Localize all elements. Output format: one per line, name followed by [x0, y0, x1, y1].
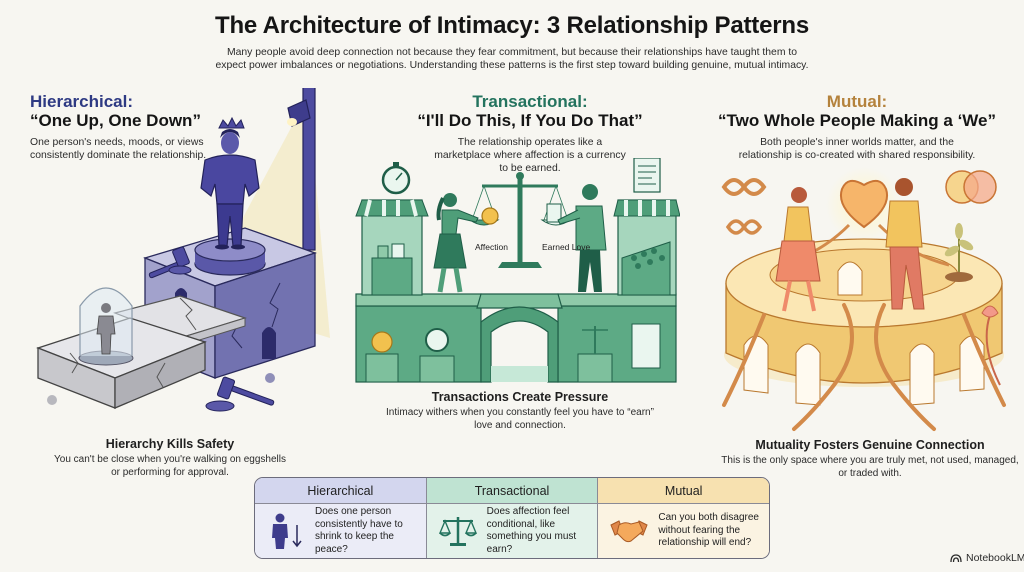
heart-icon — [840, 179, 888, 229]
person-shrinking-icon — [265, 510, 307, 552]
summary-table: Hierarchical Does one person consistentl… — [254, 477, 770, 559]
transactional-header: Transactional: “I'll Do This, If You Do … — [370, 92, 690, 175]
transactional-illustration: Affection Earned Love — [355, 158, 680, 383]
woman-figure — [433, 193, 479, 293]
scale-icon-lower — [582, 326, 608, 354]
gavel-icon-lower — [205, 376, 275, 412]
hierarchical-header: Hierarchical: “One Up, One Down” One per… — [30, 92, 230, 162]
hierarchical-caption-title: Hierarchy Kills Safety — [105, 437, 235, 451]
crown-icon — [218, 116, 245, 129]
left-market-stall — [355, 199, 429, 296]
brand-name: NotebookLM — [966, 552, 1024, 564]
lotus-flower-icon — [981, 305, 1001, 386]
summary-header-transactional: Transactional — [426, 478, 598, 504]
summary-question-hierarchical: Does one person consistently have to shr… — [315, 506, 403, 555]
hierarchical-caption-text: You can't be close when you're walking o… — [54, 454, 286, 478]
spotlight-lamp-icon — [287, 99, 311, 127]
summary-question-mutual: Can you both disagree without fearing th… — [658, 512, 759, 549]
gavel-icon — [148, 246, 192, 279]
summary-question-transactional: Does affection feel conditional, like so… — [486, 506, 577, 555]
sprout-icon — [944, 223, 974, 282]
scale-right-label: Earned Love — [542, 242, 590, 252]
infinity-key-icon — [725, 219, 763, 235]
transactional-description: The relationship operates like a marketp… — [434, 137, 626, 174]
note-icon — [546, 203, 562, 223]
crowned-figure — [200, 116, 260, 250]
notebooklm-logo-icon — [950, 554, 962, 563]
infinity-icon — [721, 178, 767, 196]
coin-icon — [481, 207, 499, 225]
coin-icon-lower — [371, 331, 393, 353]
hierarchical-quote: “One Up, One Down” — [30, 111, 201, 130]
mutual-description: Both people's inner worlds matter, and t… — [738, 137, 976, 161]
hierarchical-illustration — [36, 88, 330, 412]
round-pedestal — [194, 238, 266, 276]
mutual-header: Mutual: “Two Whole People Making a ‘We” … — [690, 92, 1024, 162]
summary-column-transactional: Transactional Does affection feel condit… — [426, 478, 599, 558]
summary-column-mutual: Mutual Can you both disagree without fea… — [598, 478, 769, 558]
summary-header-mutual: Mutual — [598, 478, 769, 504]
prop-box — [577, 353, 613, 383]
page-title: The Architecture of Intimacy: 3 Relation… — [215, 12, 809, 39]
transactional-caption-text: Intimacy withers when you constantly fee… — [386, 407, 654, 431]
hierarchical-label: Hierarchical: — [30, 92, 133, 111]
summary-column-hierarchical: Hierarchical Does one person consistentl… — [255, 478, 427, 558]
brand-watermark: NotebookLM — [950, 552, 1024, 564]
stopwatch-icon — [381, 162, 411, 195]
stopwatch-icon-lower — [425, 328, 449, 352]
scale-left-label: Affection — [475, 242, 508, 252]
transactional-quote: “I'll Do This, If You Do That” — [417, 111, 643, 130]
balance-scale-icon — [437, 510, 479, 552]
mutual-caption-title: Mutuality Fosters Genuine Connection — [755, 438, 985, 452]
summary-header-hierarchical: Hierarchical — [255, 478, 426, 504]
right-market-stall — [613, 199, 680, 296]
handshake-icon — [608, 510, 650, 552]
mutual-caption-text: This is the only space where you are tru… — [721, 455, 1019, 479]
man-figure — [557, 184, 607, 292]
transactional-caption: Transactions Create Pressure Intimacy wi… — [380, 390, 660, 432]
person-in-glass-dome — [78, 287, 134, 366]
prop-box — [365, 353, 399, 383]
receipt-icon — [633, 158, 661, 193]
hierarchical-description: One person's needs, moods, or views cons… — [30, 137, 207, 161]
mutual-label: Mutual: — [826, 92, 888, 111]
transactional-caption-title: Transactions Create Pressure — [431, 390, 609, 404]
intertwined-roots — [722, 303, 1006, 431]
woman-figure — [775, 187, 821, 312]
page-subtitle: Many people avoid deep connection not be… — [215, 47, 809, 71]
receipt-icon-lower — [631, 323, 661, 369]
transactional-label: Transactional: — [472, 92, 588, 111]
mutual-illustration — [721, 167, 1006, 431]
venn-circles-icon — [945, 170, 997, 204]
lamp-post — [302, 88, 316, 251]
hierarchical-caption: Hierarchy Kills Safety You can't be clos… — [50, 437, 290, 479]
man-figure — [885, 178, 925, 310]
mutual-quote: “Two Whole People Making a ‘We” — [717, 111, 996, 130]
mutual-caption: Mutuality Fosters Genuine Connection Thi… — [720, 438, 1020, 480]
round-arched-platform — [724, 238, 1004, 406]
prop-box — [419, 355, 455, 383]
bridge — [476, 293, 563, 383]
